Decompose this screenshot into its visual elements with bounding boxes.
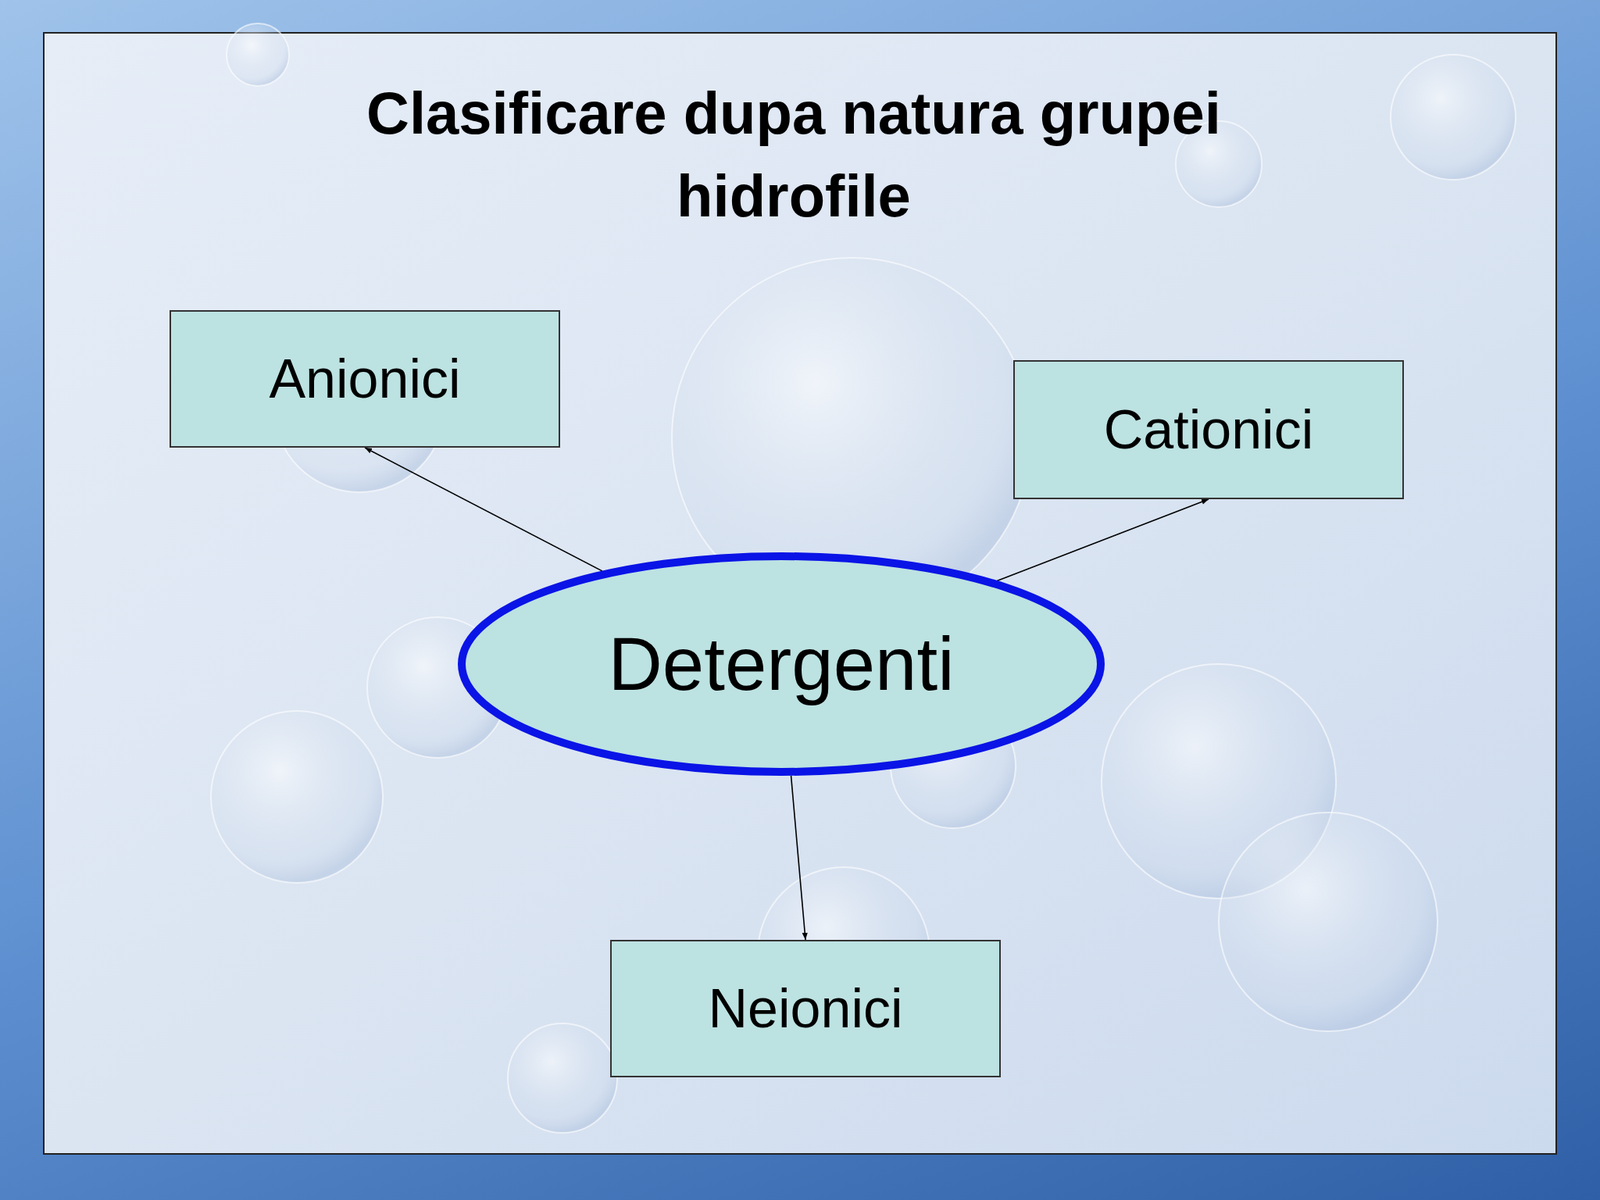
node-label: Detergenti [608,621,955,708]
category-box: Cationici [1013,360,1404,500]
node-label: Cationici [1103,398,1314,461]
slide-title: Clasificare dupa natura grupei hidrofile [364,71,1224,239]
category-box: Neionici [610,939,1001,1078]
node-label: Anionici [268,347,461,411]
bubbles [210,23,1516,1133]
category-box: Anionici [169,310,561,448]
ellipse-shape [461,556,1101,772]
arrow-connector [791,775,806,940]
arrow-connector [364,447,603,572]
slide-frame [43,32,1557,1154]
arrow-connector [996,499,1209,581]
node-label: Neionici [708,977,904,1040]
root-ellipse: Detergenti [457,551,1106,777]
